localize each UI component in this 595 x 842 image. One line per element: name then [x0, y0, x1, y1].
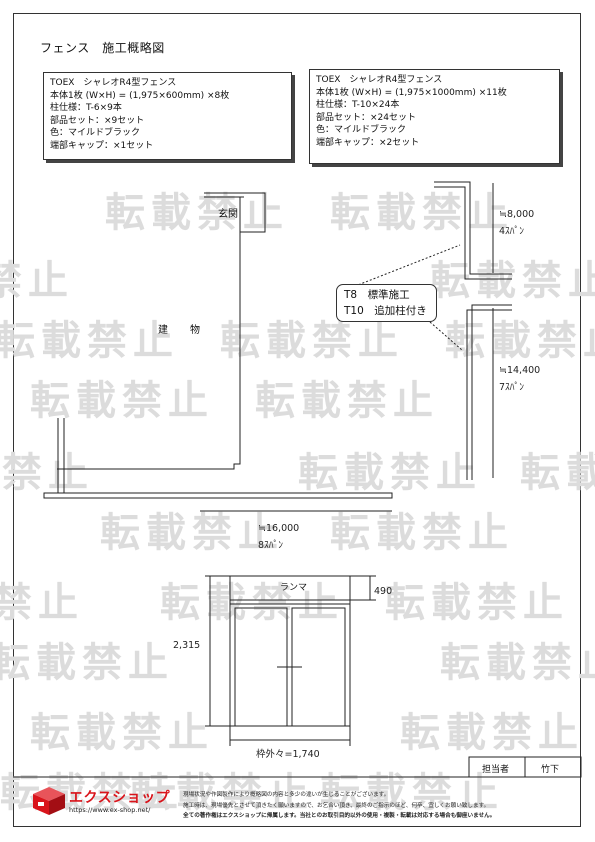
watermark: 転載禁止: [385, 580, 569, 626]
spec-line: 色：マイルドブラック: [316, 125, 407, 136]
person-name: 竹下: [541, 765, 560, 775]
watermark: 転載禁止: [0, 450, 94, 496]
watermark: 転載禁止: [100, 510, 284, 556]
spec-line: TOEX シャレオR4型フェンス: [316, 75, 443, 85]
notice-line: 施工時は、現場優先とさせて頂きたく願いますので、お乞合い頂き、最終のご指示のほど…: [183, 802, 490, 809]
callout-line: T10 追加柱付き: [344, 305, 427, 317]
watermark: 転載禁止: [430, 258, 595, 304]
person-label: 担当者: [482, 765, 510, 775]
right-upper-fence: [434, 181, 512, 275]
watermark: 転載禁止: [320, 770, 504, 816]
notice-line: 現場状況や作図製作により概略図の内容と多少の違いが生じることがございます。: [183, 792, 390, 798]
brand-name: エクスショップ: [69, 790, 171, 806]
spec-line: 色：マイルドブラック: [50, 128, 141, 139]
drawing-sheet: [13, 13, 581, 827]
watermark: 転載禁止: [330, 190, 514, 236]
notice-line: 全ての著作権はエクスショップに帰属します。当社とのお取引目的以外の使用・複製・転…: [183, 813, 496, 819]
watermark: 転載禁止: [30, 378, 214, 424]
span-label-7: 7ｽﾊﾟﾝ: [499, 382, 525, 393]
bottom-fence: [43, 492, 393, 499]
watermark: 転載禁止: [440, 640, 595, 686]
dim-label-14400: ≒14,400: [499, 365, 541, 376]
door-frame: [229, 575, 351, 727]
brand-url: https://www.ex-shop.net/: [69, 806, 151, 814]
watermark: 転載禁止: [130, 770, 314, 816]
page-title: フェンス 施工概略図: [40, 41, 165, 55]
watermark: 転載禁止: [0, 318, 179, 364]
watermark: 転載禁止: [0, 580, 84, 626]
spec-line: 本体1枚 (W×H) = (1,975×600mm) ×8枚: [50, 90, 230, 101]
callout-line: T8 標準施工: [344, 289, 410, 301]
right-upper-fence-inner: [434, 186, 512, 280]
spec-line: 本体1枚 (W×H) = (1,975×1000mm) ×11枚: [316, 87, 507, 98]
footer-notice: 現場状況や作図製作により概略図の内容と多少の違いが生じることがございます。 施工…: [183, 790, 573, 822]
watermark: 転載禁止: [220, 318, 404, 364]
dim-label-8000: ≒8,000: [499, 209, 535, 220]
watermark: 転載禁止: [520, 450, 595, 496]
watermark: 転載禁止: [298, 450, 482, 496]
spec-line: 端部キャップ：×1セット: [50, 140, 154, 151]
spec-line: 端部キャップ：×2セット: [316, 137, 420, 148]
callout-leader: [429, 321, 463, 351]
box-logo-icon: [33, 787, 65, 815]
dim-label-2315: 2,315: [173, 640, 201, 651]
watermark: 転載禁止: [0, 640, 174, 686]
right-lower-fence: [471, 304, 512, 480]
spec-line: TOEX シャレオR4型フェンス: [50, 78, 177, 88]
watermark: 転載禁止: [105, 190, 289, 236]
spec-box-left: TOEX シャレオR4型フェンス 本体1枚 (W×H) = (1,975×600…: [43, 72, 292, 160]
watermark: 転載禁止: [445, 318, 595, 364]
post-callout: T8 標準施工 T10 追加柱付き: [336, 284, 437, 322]
right-lower-fence-inner: [466, 309, 512, 480]
watermark: 転載禁止: [400, 710, 584, 756]
watermark: 転載禁止: [160, 580, 344, 626]
dim-label-490: 490: [374, 586, 393, 597]
spec-line: 柱仕様：T-10×24本: [316, 100, 400, 111]
transom-label: ランマ: [280, 583, 308, 593]
building-label: 建 物: [158, 325, 206, 336]
span-label-4: 4ｽﾊﾟﾝ: [499, 226, 525, 237]
watermark: 転載禁止: [255, 378, 439, 424]
watermark: 転載禁止: [30, 710, 214, 756]
dim-label-16000: ≒16,000: [258, 523, 300, 534]
spec-line: 部品セット：×9セット: [50, 115, 145, 126]
building-outline: [57, 192, 266, 470]
watermark: 転載禁止: [0, 770, 184, 816]
spec-box-right: TOEX シャレオR4型フェンス 本体1枚 (W×H) = (1,975×100…: [309, 69, 560, 164]
entrance-label: 玄関: [218, 209, 238, 220]
watermark: 転載禁止: [330, 510, 514, 556]
dim-label-1740: 枠外々=1,740: [256, 749, 320, 760]
spec-line: 柱仕様：T-6×9本: [50, 103, 122, 114]
spec-line: 部品セット：×24セット: [316, 112, 416, 123]
span-label-8: 8ｽﾊﾟﾝ: [258, 540, 284, 551]
brand-logo: エクスショップ https://www.ex-shop.net/: [31, 785, 176, 821]
watermark: 転載禁止: [0, 258, 74, 304]
